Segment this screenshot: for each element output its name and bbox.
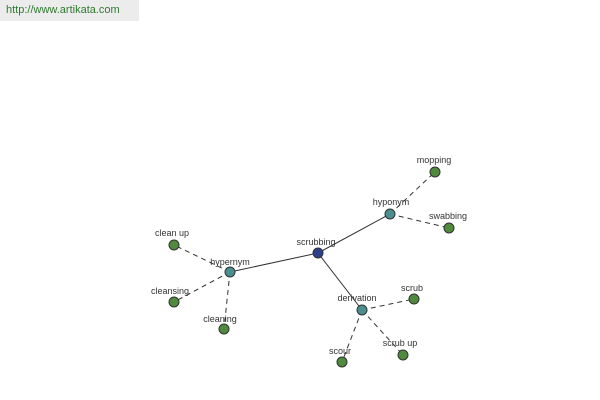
edge-hypernym-to-cleansing bbox=[173, 271, 231, 303]
node-hypernym[interactable]: hypernym bbox=[210, 257, 250, 278]
node-scour[interactable]: scour bbox=[329, 346, 351, 368]
node-scrub[interactable]: scrub bbox=[401, 283, 423, 305]
node-scour-dot[interactable] bbox=[336, 356, 348, 368]
node-hyponym-label: hyponym bbox=[373, 197, 410, 207]
node-scrub-up-dot[interactable] bbox=[397, 349, 409, 361]
edge-derivation-to-scrub-up bbox=[361, 309, 404, 356]
node-hypernym-dot[interactable] bbox=[224, 266, 236, 278]
node-scrub-up[interactable]: scrub up bbox=[383, 338, 418, 361]
edge-scrubbing-to-hypernym bbox=[229, 252, 319, 273]
node-scrubbing-label: scrubbing bbox=[296, 237, 335, 247]
node-cleaning-dot[interactable] bbox=[218, 323, 230, 335]
source-url[interactable]: http://www.artikata.com bbox=[0, 0, 139, 21]
node-scrub-dot[interactable] bbox=[408, 293, 420, 305]
node-scour-label: scour bbox=[329, 346, 351, 356]
edge-derivation-to-scour bbox=[341, 309, 363, 363]
node-clean-up-label: clean up bbox=[155, 228, 189, 238]
node-hyponym-dot[interactable] bbox=[384, 208, 396, 220]
node-cleansing-label: cleansing bbox=[151, 286, 189, 296]
edges-layer bbox=[173, 171, 450, 363]
edge-hypernym-to-cleaning bbox=[223, 271, 231, 330]
node-scrubbing[interactable]: scrubbing bbox=[296, 237, 336, 259]
node-hyponym[interactable]: hyponym bbox=[373, 197, 410, 220]
edge-hyponym-to-mopping bbox=[389, 171, 436, 215]
node-scrubbing-dot[interactable] bbox=[312, 247, 324, 259]
node-mopping-dot[interactable] bbox=[429, 166, 441, 178]
edge-hyponym-to-swabbing bbox=[389, 213, 450, 229]
node-swabbing[interactable]: swabbing bbox=[429, 211, 467, 234]
node-derivation-dot[interactable] bbox=[356, 304, 368, 316]
node-swabbing-label: swabbing bbox=[429, 211, 467, 221]
node-scrub-up-label: scrub up bbox=[383, 338, 418, 348]
edge-hypernym-to-clean-up bbox=[173, 244, 231, 273]
node-derivation-label: derivation bbox=[337, 293, 376, 303]
edge-scrubbing-to-derivation bbox=[317, 252, 363, 311]
node-scrub-label: scrub bbox=[401, 283, 423, 293]
node-clean-up-dot[interactable] bbox=[168, 239, 180, 251]
node-cleaning[interactable]: cleaning bbox=[203, 314, 237, 335]
node-swabbing-dot[interactable] bbox=[443, 222, 455, 234]
node-cleansing-dot[interactable] bbox=[168, 296, 180, 308]
node-hypernym-label: hypernym bbox=[210, 257, 250, 267]
node-mopping[interactable]: mopping bbox=[417, 155, 452, 178]
nodes-layer: scrubbing hypernym hyponym derivation clean … bbox=[151, 155, 467, 368]
node-cleansing[interactable]: cleansing bbox=[151, 286, 189, 308]
node-cleaning-label: cleaning bbox=[203, 314, 237, 324]
node-clean-up[interactable]: clean up bbox=[155, 228, 189, 251]
node-derivation[interactable]: derivation bbox=[337, 293, 377, 316]
node-mopping-label: mopping bbox=[417, 155, 452, 165]
edge-scrubbing-to-hyponym bbox=[317, 213, 391, 254]
